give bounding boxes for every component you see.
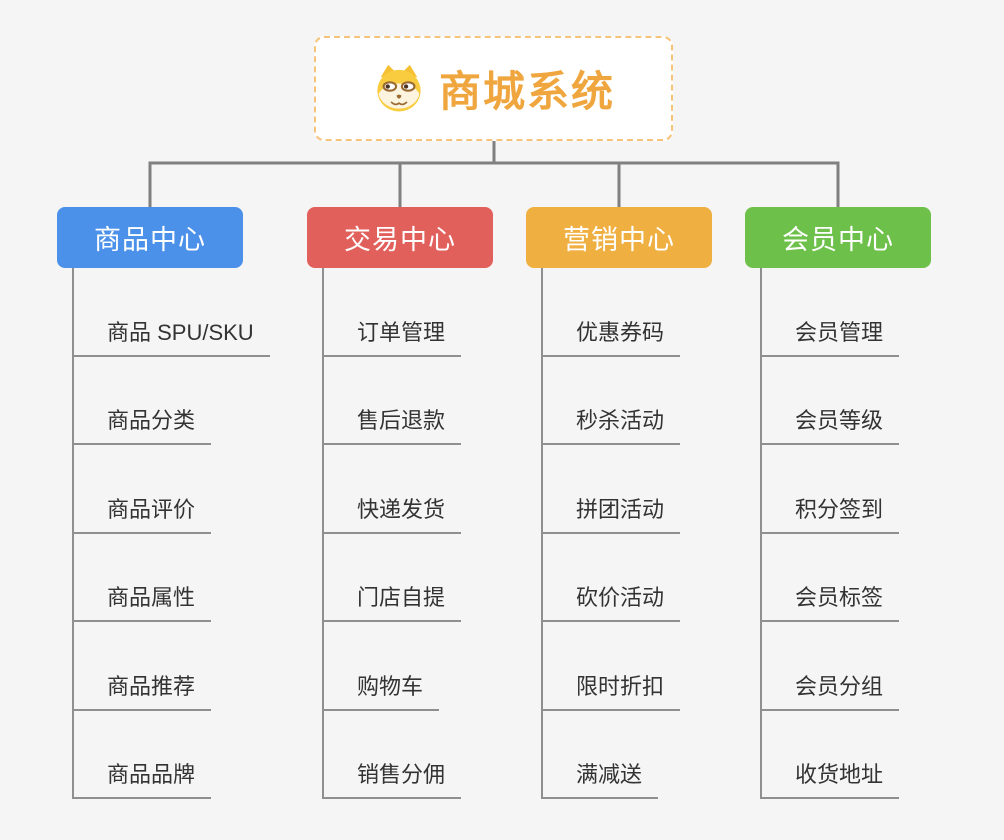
child-node[interactable]: 购物车	[324, 669, 440, 711]
root-title: 商城系统	[438, 68, 615, 115]
child-node[interactable]: 优惠券码	[543, 315, 681, 357]
child-node[interactable]: 商品 SPU/SKU	[74, 315, 270, 357]
child-node[interactable]: 门店自提	[324, 580, 462, 622]
branch-box[interactable]: 交易中心	[307, 207, 493, 268]
child-row: 商品品牌	[74, 711, 243, 799]
branch-column: 营销中心 优惠券码 秒杀活动 拼团活动 砍价活动 限时折扣 满减送	[526, 207, 712, 799]
branch-label: 营销中心	[563, 225, 675, 255]
branch-children: 会员管理 会员等级 积分签到 会员标签 会员分组 收货地址	[760, 268, 931, 799]
child-row: 满减送	[543, 711, 712, 799]
child-row: 会员管理	[762, 268, 931, 357]
branch-box[interactable]: 会员中心	[745, 207, 931, 268]
child-row: 收货地址	[762, 711, 931, 799]
child-row: 商品分类	[74, 357, 243, 445]
doge-icon	[377, 64, 421, 111]
branch-children: 优惠券码 秒杀活动 拼团活动 砍价活动 限时折扣 满减送	[541, 268, 712, 799]
child-node[interactable]: 砍价活动	[543, 580, 681, 622]
child-node[interactable]: 商品分类	[74, 403, 212, 445]
child-node[interactable]: 商品品牌	[74, 757, 212, 799]
child-node[interactable]: 拼团活动	[543, 492, 681, 534]
child-row: 售后退款	[324, 357, 493, 445]
child-row: 限时折扣	[543, 622, 712, 711]
child-row: 砍价活动	[543, 534, 712, 622]
child-row: 销售分佣	[324, 711, 493, 799]
branch-label: 会员中心	[782, 225, 894, 255]
child-row: 会员分组	[762, 622, 931, 711]
branch-column: 商品中心 商品 SPU/SKU 商品分类 商品评价 商品属性 商品推荐 商品品牌	[57, 207, 270, 799]
child-node[interactable]: 订单管理	[324, 315, 462, 357]
child-node[interactable]: 售后退款	[324, 403, 462, 445]
child-row: 会员标签	[762, 534, 931, 622]
child-node[interactable]: 会员等级	[762, 403, 900, 445]
child-row: 商品 SPU/SKU	[74, 268, 270, 357]
child-node[interactable]: 会员管理	[762, 315, 900, 357]
child-node[interactable]: 收货地址	[762, 757, 900, 799]
child-row: 商品评价	[74, 445, 243, 534]
child-node[interactable]: 商品属性	[74, 580, 212, 622]
child-node[interactable]: 快递发货	[324, 492, 462, 534]
child-node[interactable]: 积分签到	[762, 492, 900, 534]
child-node[interactable]: 商品推荐	[74, 669, 212, 711]
branch-column: 会员中心 会员管理 会员等级 积分签到 会员标签 会员分组 收货地址	[745, 207, 931, 799]
root-node[interactable]: 商城系统	[314, 36, 673, 141]
branch-box[interactable]: 商品中心	[57, 207, 243, 268]
child-row: 秒杀活动	[543, 357, 712, 445]
child-node[interactable]: 会员标签	[762, 580, 900, 622]
child-row: 优惠券码	[543, 268, 712, 357]
branch-box[interactable]: 营销中心	[526, 207, 712, 268]
child-row: 订单管理	[324, 268, 493, 357]
child-node[interactable]: 会员分组	[762, 669, 900, 711]
child-row: 商品属性	[74, 534, 243, 622]
branch-children: 商品 SPU/SKU 商品分类 商品评价 商品属性 商品推荐 商品品牌	[72, 268, 270, 799]
child-node[interactable]: 秒杀活动	[543, 403, 681, 445]
branch-column: 交易中心 订单管理 售后退款 快递发货 门店自提 购物车 销售分佣	[307, 207, 493, 799]
branch-children: 订单管理 售后退款 快递发货 门店自提 购物车 销售分佣	[322, 268, 493, 799]
branch-label: 商品中心	[94, 225, 206, 255]
child-row: 拼团活动	[543, 445, 712, 534]
child-node[interactable]: 商品评价	[74, 492, 212, 534]
child-row: 门店自提	[324, 534, 493, 622]
child-row: 积分签到	[762, 445, 931, 534]
child-row: 商品推荐	[74, 622, 243, 711]
child-row: 快递发货	[324, 445, 493, 534]
child-row: 会员等级	[762, 357, 931, 445]
child-node[interactable]: 满减送	[543, 757, 659, 799]
child-row: 购物车	[324, 622, 493, 711]
branch-label: 交易中心	[344, 225, 456, 255]
child-node[interactable]: 销售分佣	[324, 757, 462, 799]
child-node[interactable]: 限时折扣	[543, 669, 681, 711]
